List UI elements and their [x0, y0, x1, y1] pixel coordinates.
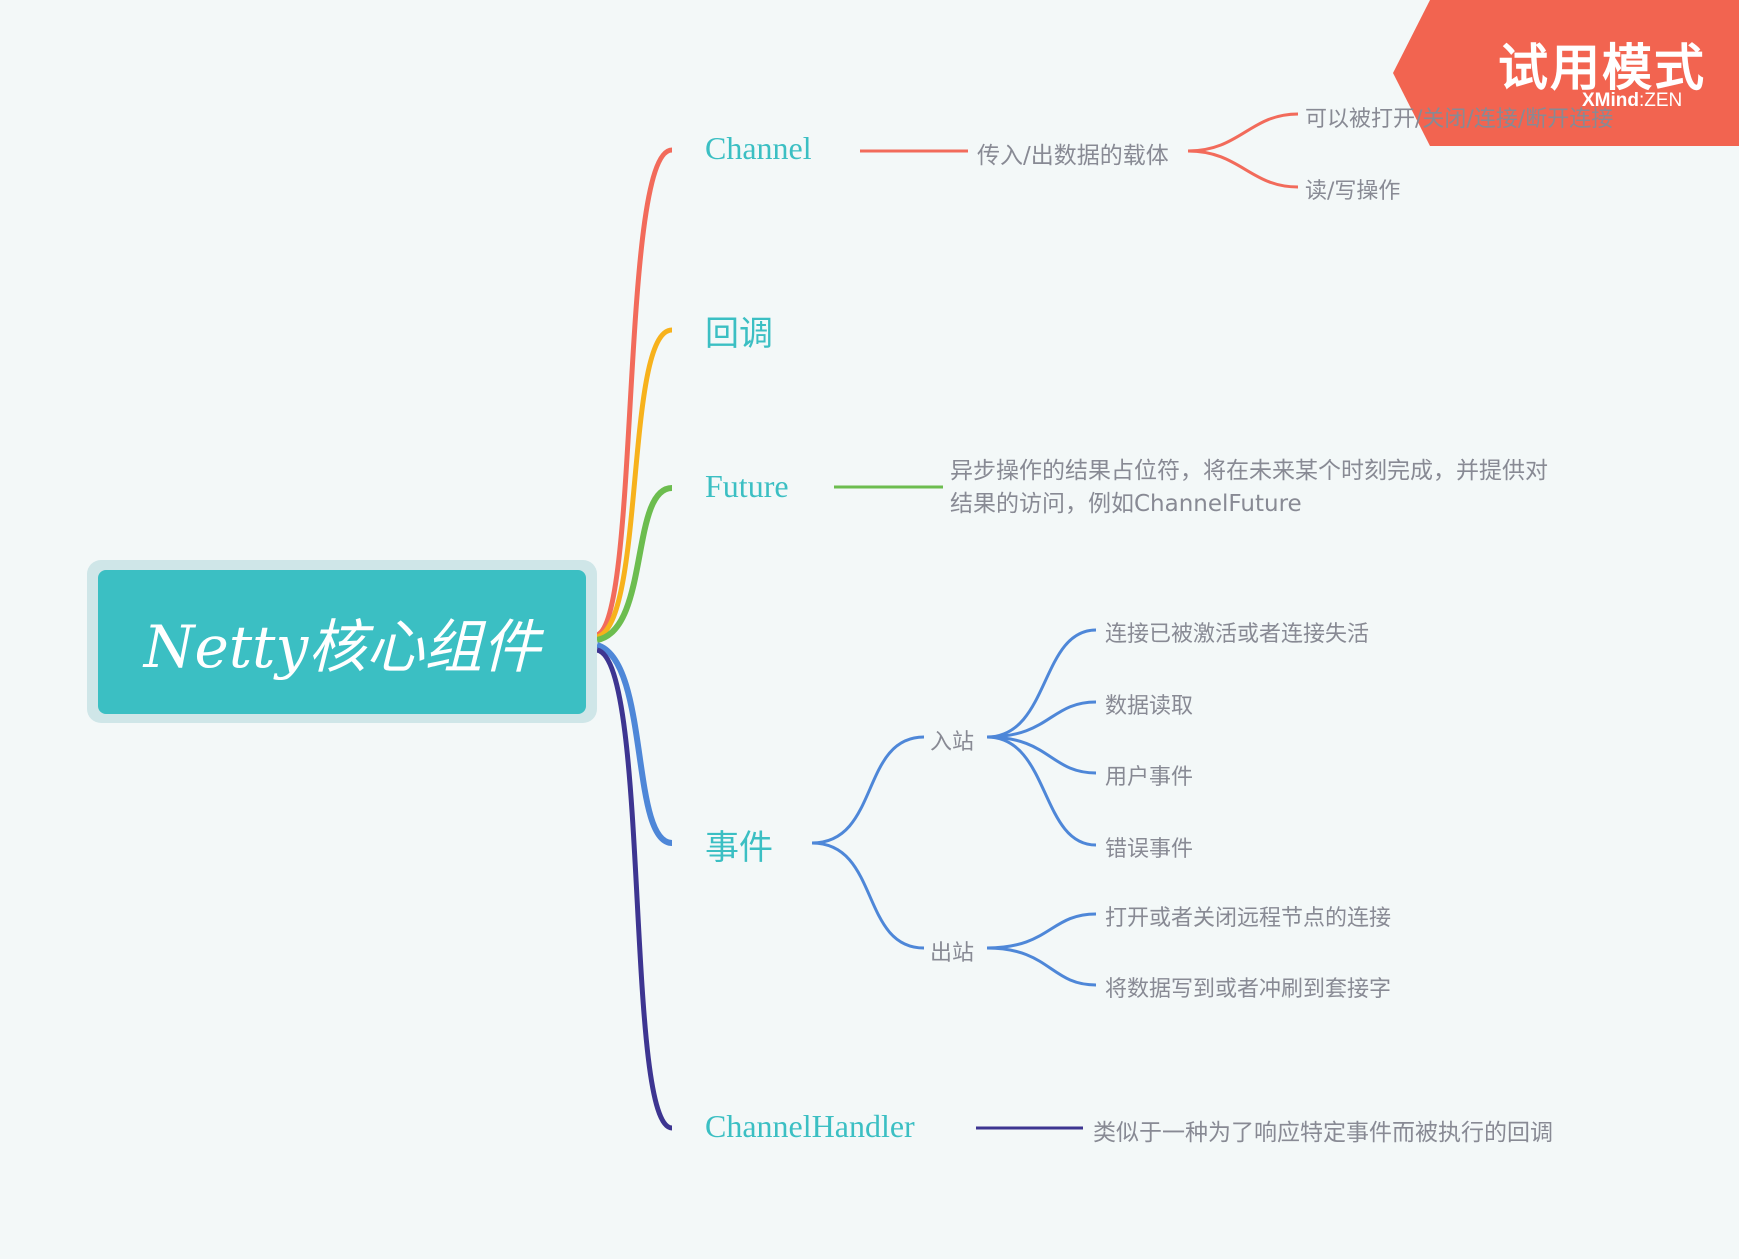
channel-child-topic[interactable]: 传入/出数据的载体 — [977, 143, 1169, 169]
xmind-zen-logo: XMind:ZEN — [1582, 90, 1682, 112]
inbound-item-connector-2 — [986, 700, 1097, 739]
outbound-item-2[interactable]: 将数据写到或者冲刷到套接字 — [1105, 977, 1392, 1002]
inbound-item-3[interactable]: 用户事件 — [1105, 765, 1194, 790]
branch-handler-connector — [595, 647, 673, 1131]
outbound-item-connector-2 — [986, 946, 1097, 987]
topic-callback[interactable]: 回调 — [705, 314, 773, 354]
branch-future-connector — [596, 485, 673, 643]
channel-grandchild-connector-1 — [1187, 112, 1299, 153]
xmind-brand-separator: : — [1639, 90, 1645, 111]
channel-grandchild-topic-2[interactable]: 读/写操作 — [1305, 179, 1401, 204]
xmind-brand-text: XMind — [1582, 90, 1639, 111]
trial-badge-shape — [1393, 0, 1739, 146]
inbound-item-1[interactable]: 连接已被激活或者连接失活 — [1105, 622, 1370, 647]
channel-grandchild-topic-1[interactable]: 可以被打开/关闭/连接/断开连接 — [1305, 107, 1614, 132]
topic-channel-handler[interactable]: ChannelHandler — [705, 1108, 915, 1144]
inbound-item-connector-1 — [986, 628, 1097, 739]
branch-event-connector — [595, 642, 673, 846]
inbound-item-connector-3 — [986, 735, 1097, 775]
event-inbound-topic[interactable]: 入站 — [930, 730, 975, 755]
topic-channel[interactable]: Channel — [705, 130, 812, 166]
inbound-item-connector-4 — [986, 735, 1097, 847]
inbound-item-2[interactable]: 数据读取 — [1105, 694, 1194, 719]
xmind-edition-text: ZEN — [1644, 90, 1683, 111]
future-child-topic[interactable]: 异步操作的结果占位符，将在未来某个时刻完成，并提供对结果的访问，例如Channe… — [950, 458, 1548, 517]
root-topic[interactable]: Netty核心组件 — [98, 570, 586, 714]
event-outbound-topic[interactable]: 出站 — [930, 941, 975, 966]
topic-event[interactable]: 事件 — [705, 828, 773, 868]
event-inbound-connector — [811, 735, 925, 845]
handler-child-topic[interactable]: 类似于一种为了响应特定事件而被执行的回调 — [1093, 1120, 1553, 1146]
root-topic-label: Netty核心组件 — [143, 613, 541, 681]
branch-channel-connector — [595, 147, 673, 638]
event-outbound-connector — [811, 841, 925, 950]
branch-callback-connector — [595, 327, 673, 640]
trial-mode-label: 试用模式 — [1498, 39, 1706, 97]
outbound-item-1[interactable]: 打开或者关闭远程节点的连接 — [1105, 906, 1392, 931]
topic-future[interactable]: Future — [705, 468, 789, 504]
inbound-item-4[interactable]: 错误事件 — [1105, 837, 1194, 862]
outbound-item-connector-1 — [986, 912, 1097, 950]
channel-grandchild-connector-2 — [1187, 149, 1299, 189]
